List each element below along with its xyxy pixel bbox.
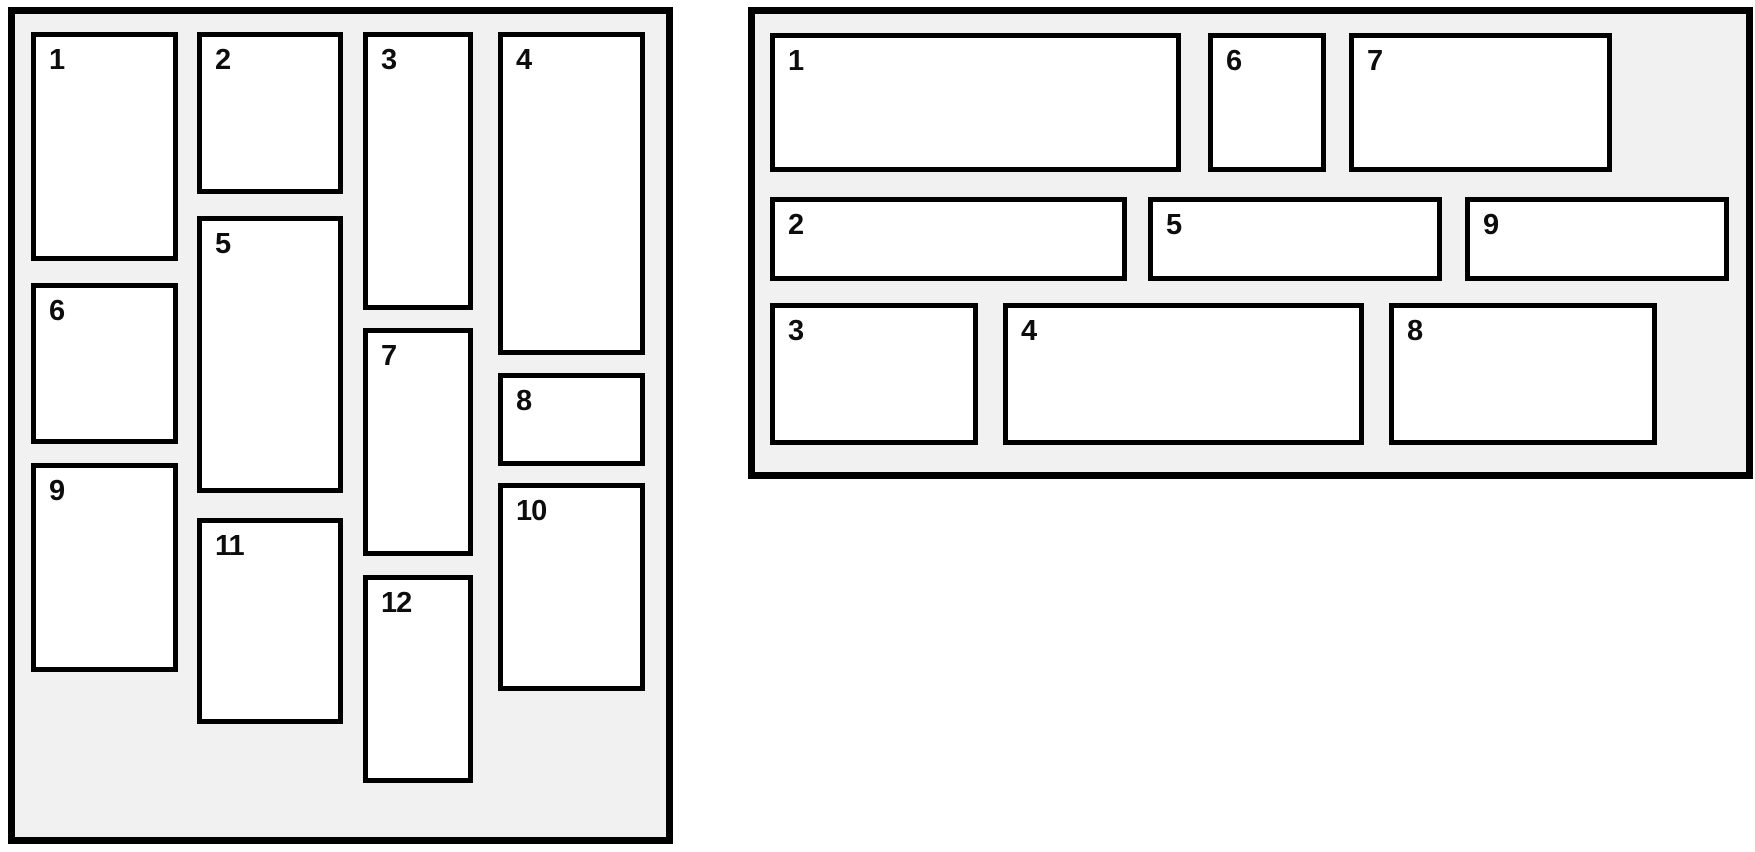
card-label: 2 bbox=[215, 44, 231, 76]
card-label: 8 bbox=[516, 385, 532, 417]
card-label: 9 bbox=[1483, 209, 1499, 241]
masonry-card-6: 6 bbox=[31, 283, 178, 444]
card-label: 7 bbox=[381, 340, 397, 372]
card-label: 5 bbox=[215, 228, 231, 260]
card-label: 7 bbox=[1367, 45, 1383, 77]
card-label: 9 bbox=[49, 475, 65, 507]
row-card-1: 1 bbox=[770, 33, 1181, 172]
masonry-card-10: 10 bbox=[498, 483, 645, 691]
row-card-2: 2 bbox=[770, 197, 1127, 281]
masonry-card-1: 1 bbox=[31, 32, 178, 261]
masonry-card-5: 5 bbox=[197, 216, 343, 493]
masonry-card-11: 11 bbox=[197, 518, 343, 724]
card-label: 3 bbox=[788, 315, 804, 347]
masonry-column-order-panel: 1 2 3 4 5 6 7 8 9 10 11 bbox=[8, 7, 673, 844]
masonry-card-12: 12 bbox=[363, 575, 473, 783]
row-card-3: 3 bbox=[770, 303, 978, 445]
card-label: 3 bbox=[381, 44, 397, 76]
masonry-card-9: 9 bbox=[31, 463, 178, 672]
masonry-card-8: 8 bbox=[498, 373, 645, 466]
card-label: 1 bbox=[788, 45, 804, 77]
row-order-panel: 1 6 7 2 5 9 3 4 8 bbox=[748, 7, 1753, 479]
masonry-card-3: 3 bbox=[363, 32, 473, 310]
row-card-5: 5 bbox=[1148, 197, 1442, 281]
row-card-6: 6 bbox=[1208, 33, 1326, 172]
card-label: 5 bbox=[1166, 209, 1182, 241]
card-label: 2 bbox=[788, 209, 804, 241]
masonry-card-7: 7 bbox=[363, 328, 473, 556]
row-card-4: 4 bbox=[1003, 303, 1364, 445]
card-label: 11 bbox=[215, 530, 245, 562]
row-card-7: 7 bbox=[1349, 33, 1612, 172]
card-label: 10 bbox=[516, 495, 547, 527]
card-label: 4 bbox=[1021, 315, 1037, 347]
row-card-8: 8 bbox=[1389, 303, 1657, 445]
masonry-card-4: 4 bbox=[498, 32, 645, 355]
card-label: 8 bbox=[1407, 315, 1423, 347]
card-label: 6 bbox=[1226, 45, 1242, 77]
card-label: 1 bbox=[49, 44, 65, 76]
row-card-9: 9 bbox=[1465, 197, 1729, 281]
masonry-card-2: 2 bbox=[197, 32, 343, 194]
card-label: 6 bbox=[49, 295, 65, 327]
card-label: 12 bbox=[381, 587, 412, 619]
card-label: 4 bbox=[516, 44, 532, 76]
